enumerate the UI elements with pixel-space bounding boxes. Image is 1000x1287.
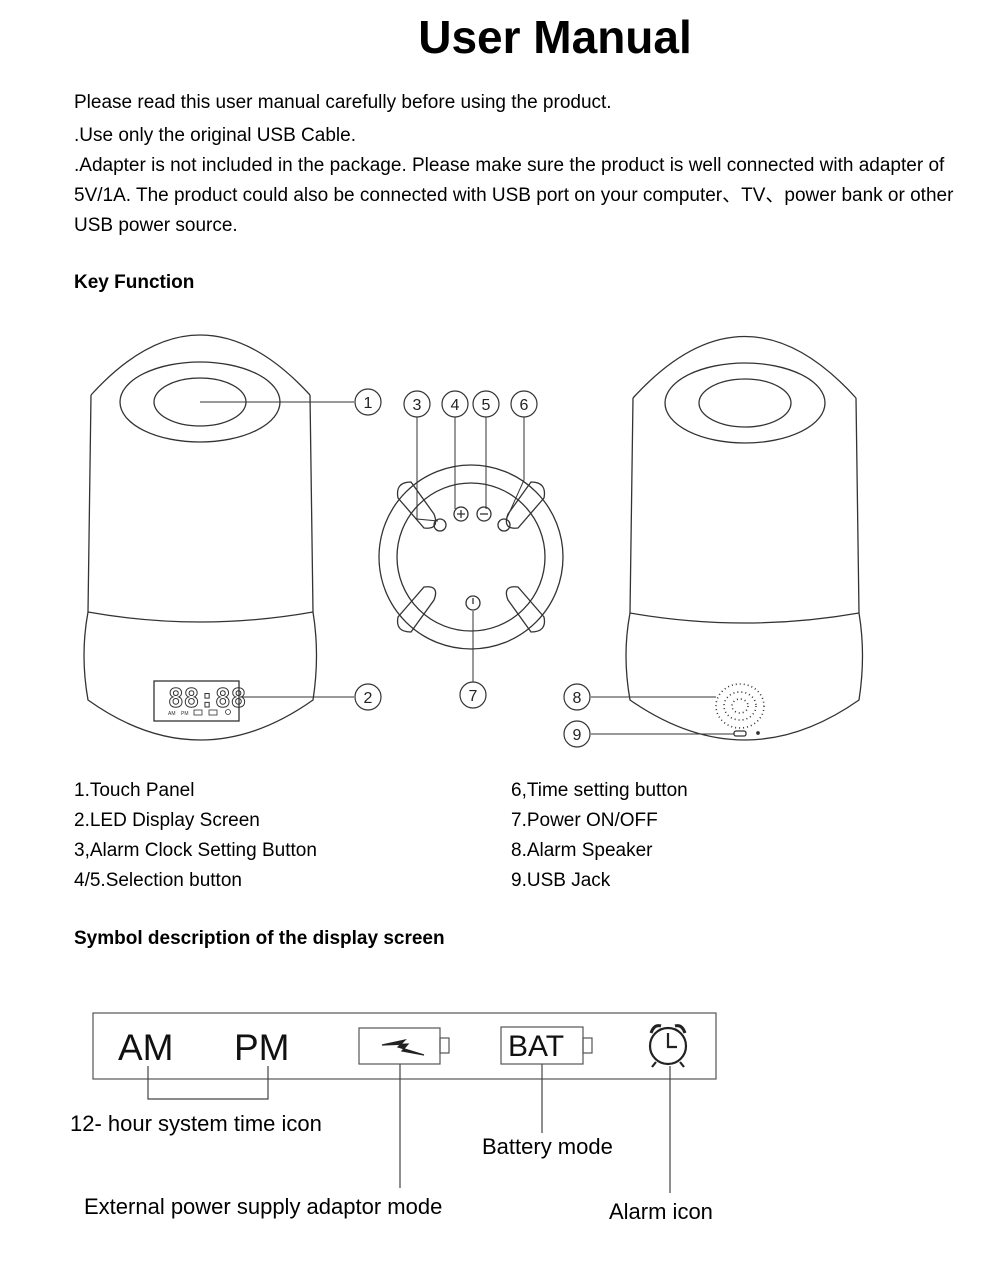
callout-5: 5 [482, 397, 491, 414]
callout-6: 6 [520, 397, 529, 414]
symbol-strip [92, 1012, 717, 1193]
callout-2: 2 [364, 690, 373, 707]
back-unit-illustration [625, 335, 864, 741]
label-alarm-icon: Alarm icon [609, 1199, 713, 1224]
key-function-heading: Key Function [74, 272, 195, 293]
alarm-setting-button [433, 518, 447, 532]
symbols-heading: Symbol description of the display screen [74, 928, 445, 949]
legend-item: 8.Alarm Speaker [511, 840, 653, 861]
intro-line-2: .Use only the original USB Cable. [74, 125, 356, 146]
usb-jack [733, 730, 747, 737]
bat-symbol-text: BAT [508, 1030, 564, 1063]
time-setting-button [497, 518, 511, 532]
speaker-grille [715, 683, 765, 729]
legend-item: 3,Alarm Clock Setting Button [74, 840, 317, 861]
legend-item: 7.Power ON/OFF [511, 810, 658, 831]
callout-1: 1 [364, 395, 373, 412]
intro-line-3: .Adapter is not included in the package.… [74, 155, 954, 236]
led-display-screen [153, 680, 240, 722]
lightning-icon [381, 1038, 425, 1056]
callout-7: 7 [469, 688, 478, 705]
legend-item: 4/5.Selection button [74, 870, 242, 891]
display-pm: PM [181, 711, 189, 717]
callout-3: 3 [413, 397, 422, 414]
legend-item: 1.Touch Panel [74, 780, 195, 801]
top-view-illustration [378, 464, 564, 650]
display-digits: 88:88 [168, 684, 246, 714]
am-symbol: AM [118, 1027, 174, 1068]
power-button [465, 595, 481, 611]
plus-button [453, 506, 469, 522]
callout-9: 9 [573, 727, 582, 744]
intro-text: Please read this user manual carefully b… [74, 88, 964, 241]
key-function-legend-left: 1.Touch Panel 2.LED Display Screen 3,Ala… [74, 776, 317, 896]
legend-item: 6,Time setting button [511, 780, 688, 801]
legend-item: 9.USB Jack [511, 870, 611, 891]
callout-leaders [200, 401, 734, 735]
pm-symbol: PM [234, 1027, 290, 1068]
page-title: User Manual [418, 11, 692, 63]
callout-circles [354, 388, 591, 748]
key-function-legend-right: 6,Time setting button 7.Power ON/OFF 8.A… [511, 776, 688, 896]
label-12-hour: 12- hour system time icon [70, 1111, 322, 1136]
intro-line-1: Please read this user manual carefully b… [74, 92, 612, 113]
display-symbol-panel [92, 1012, 717, 1080]
minus-button [476, 506, 492, 522]
front-unit-illustration [83, 334, 318, 741]
callout-4: 4 [451, 397, 460, 414]
display-am: AM [168, 711, 176, 717]
legend-item: 2.LED Display Screen [74, 810, 260, 831]
callout-8: 8 [573, 690, 582, 707]
label-battery-mode: Battery mode [482, 1134, 613, 1159]
label-adaptor-mode: External power supply adaptor mode [84, 1194, 443, 1219]
alarm-clock-icon [648, 1024, 688, 1068]
